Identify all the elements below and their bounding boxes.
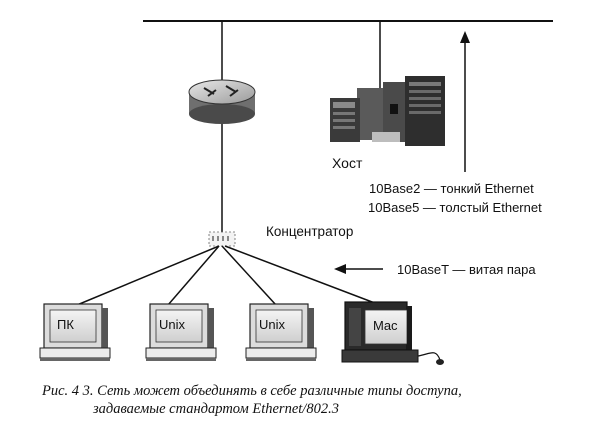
thick-ethernet-label: 10Base5 — толстый Ethernet bbox=[368, 200, 542, 215]
thin-ethernet-label: 10Base2 — тонкий Ethernet bbox=[369, 181, 534, 196]
hub-icon bbox=[208, 231, 236, 247]
pc-computer-icon bbox=[39, 303, 111, 361]
backbone-arrow bbox=[460, 31, 470, 172]
figure-caption-line2: задаваемые стандартом Ethernet/802.3 bbox=[93, 401, 339, 417]
link-pc-line bbox=[76, 245, 220, 306]
twisted-pair-arrow bbox=[334, 264, 383, 274]
figure-caption-line1: Рис. 4 3. Сеть может объединять в себе р… bbox=[42, 383, 462, 399]
router-icon bbox=[188, 79, 256, 124]
link-unix1-line bbox=[167, 245, 220, 306]
mac-computer-icon bbox=[341, 301, 444, 365]
unix-label-2: Unix bbox=[259, 317, 286, 332]
link-mac-line bbox=[224, 245, 381, 306]
pc-label: ПК bbox=[57, 317, 74, 332]
unix-computer-icon-1 bbox=[145, 303, 217, 361]
mac-label: Mac bbox=[373, 318, 398, 333]
unix-computer-icon-2 bbox=[245, 303, 317, 361]
concentrator-label: Концентратор bbox=[266, 224, 354, 239]
link-unix2-line bbox=[221, 245, 277, 306]
host-label: Хост bbox=[332, 155, 363, 171]
host-server-icon bbox=[330, 76, 445, 146]
unix-label-1: Unix bbox=[159, 317, 186, 332]
twisted-pair-label: 10BaseT — витая пара bbox=[397, 262, 536, 277]
